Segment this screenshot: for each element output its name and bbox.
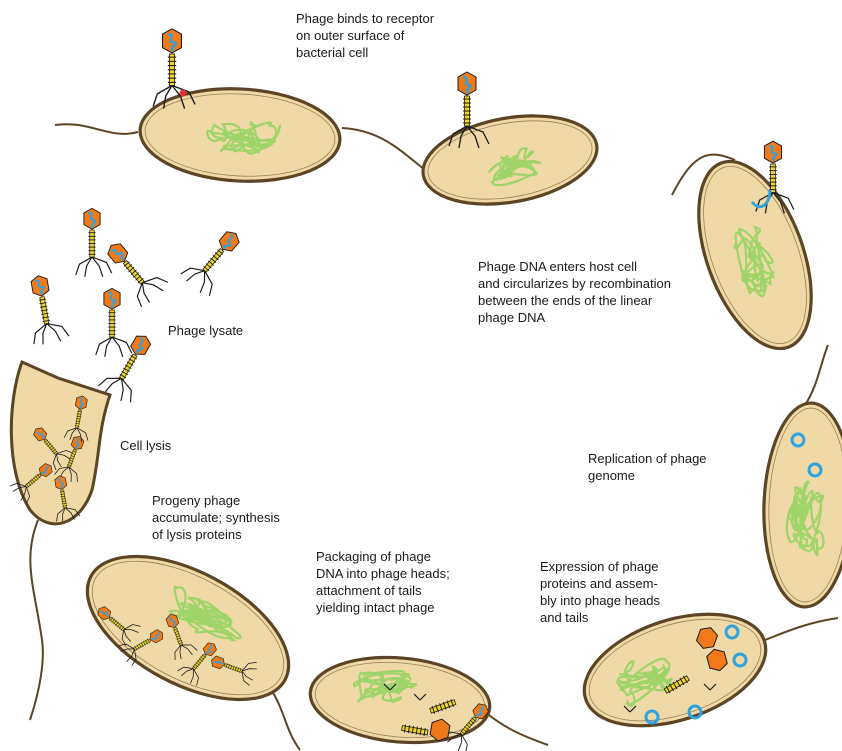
cell-body [676,146,833,363]
step-packaging-label: Packaging of phage DNA into phage heads;… [316,548,450,616]
receptor [180,90,187,97]
cell-body [65,527,312,729]
phage-tail-fibers [76,257,112,277]
cell-accumulating [65,527,312,750]
lysate-phage [96,288,132,356]
cell-replicating [760,345,842,608]
phage-tail-fibers [180,260,220,298]
cell-injecting [342,103,604,216]
step-lysate-label: Phage lysate [168,322,243,339]
cell-body [138,84,343,186]
step-lysis-label: Cell lysis [120,437,171,454]
lysate-phage [22,272,69,346]
flagellum [55,124,138,134]
flagellum [485,712,548,745]
cell-dna-entry [672,146,834,363]
phage-tail-fibers [96,337,132,357]
burst-cell-wall [11,362,110,524]
flagellum [30,520,43,720]
flagellum [342,128,425,170]
step-expression-label: Expression of phage proteins and assem- … [540,558,660,626]
step-accumulation-label: Progeny phage accumulate; synthesis of l… [152,492,280,543]
phage-tail-fibers [31,320,70,346]
cell-wall [65,527,312,729]
flagellum [765,618,838,640]
lysate-phage [76,208,112,276]
step-entry-label: Phage DNA enters host cell and circulari… [478,258,671,326]
step-binding-label: Phage binds to receptor on outer surface… [296,10,434,61]
step-replication-label: Replication of phage genome [588,450,707,484]
cell-binding [55,84,342,186]
cell-body [760,402,842,609]
cell-body [416,103,604,216]
flagellum [270,688,300,750]
lysate-phage [180,223,252,299]
cell-body [307,650,494,749]
cell-lysing [11,362,110,720]
flagellum [805,345,828,405]
